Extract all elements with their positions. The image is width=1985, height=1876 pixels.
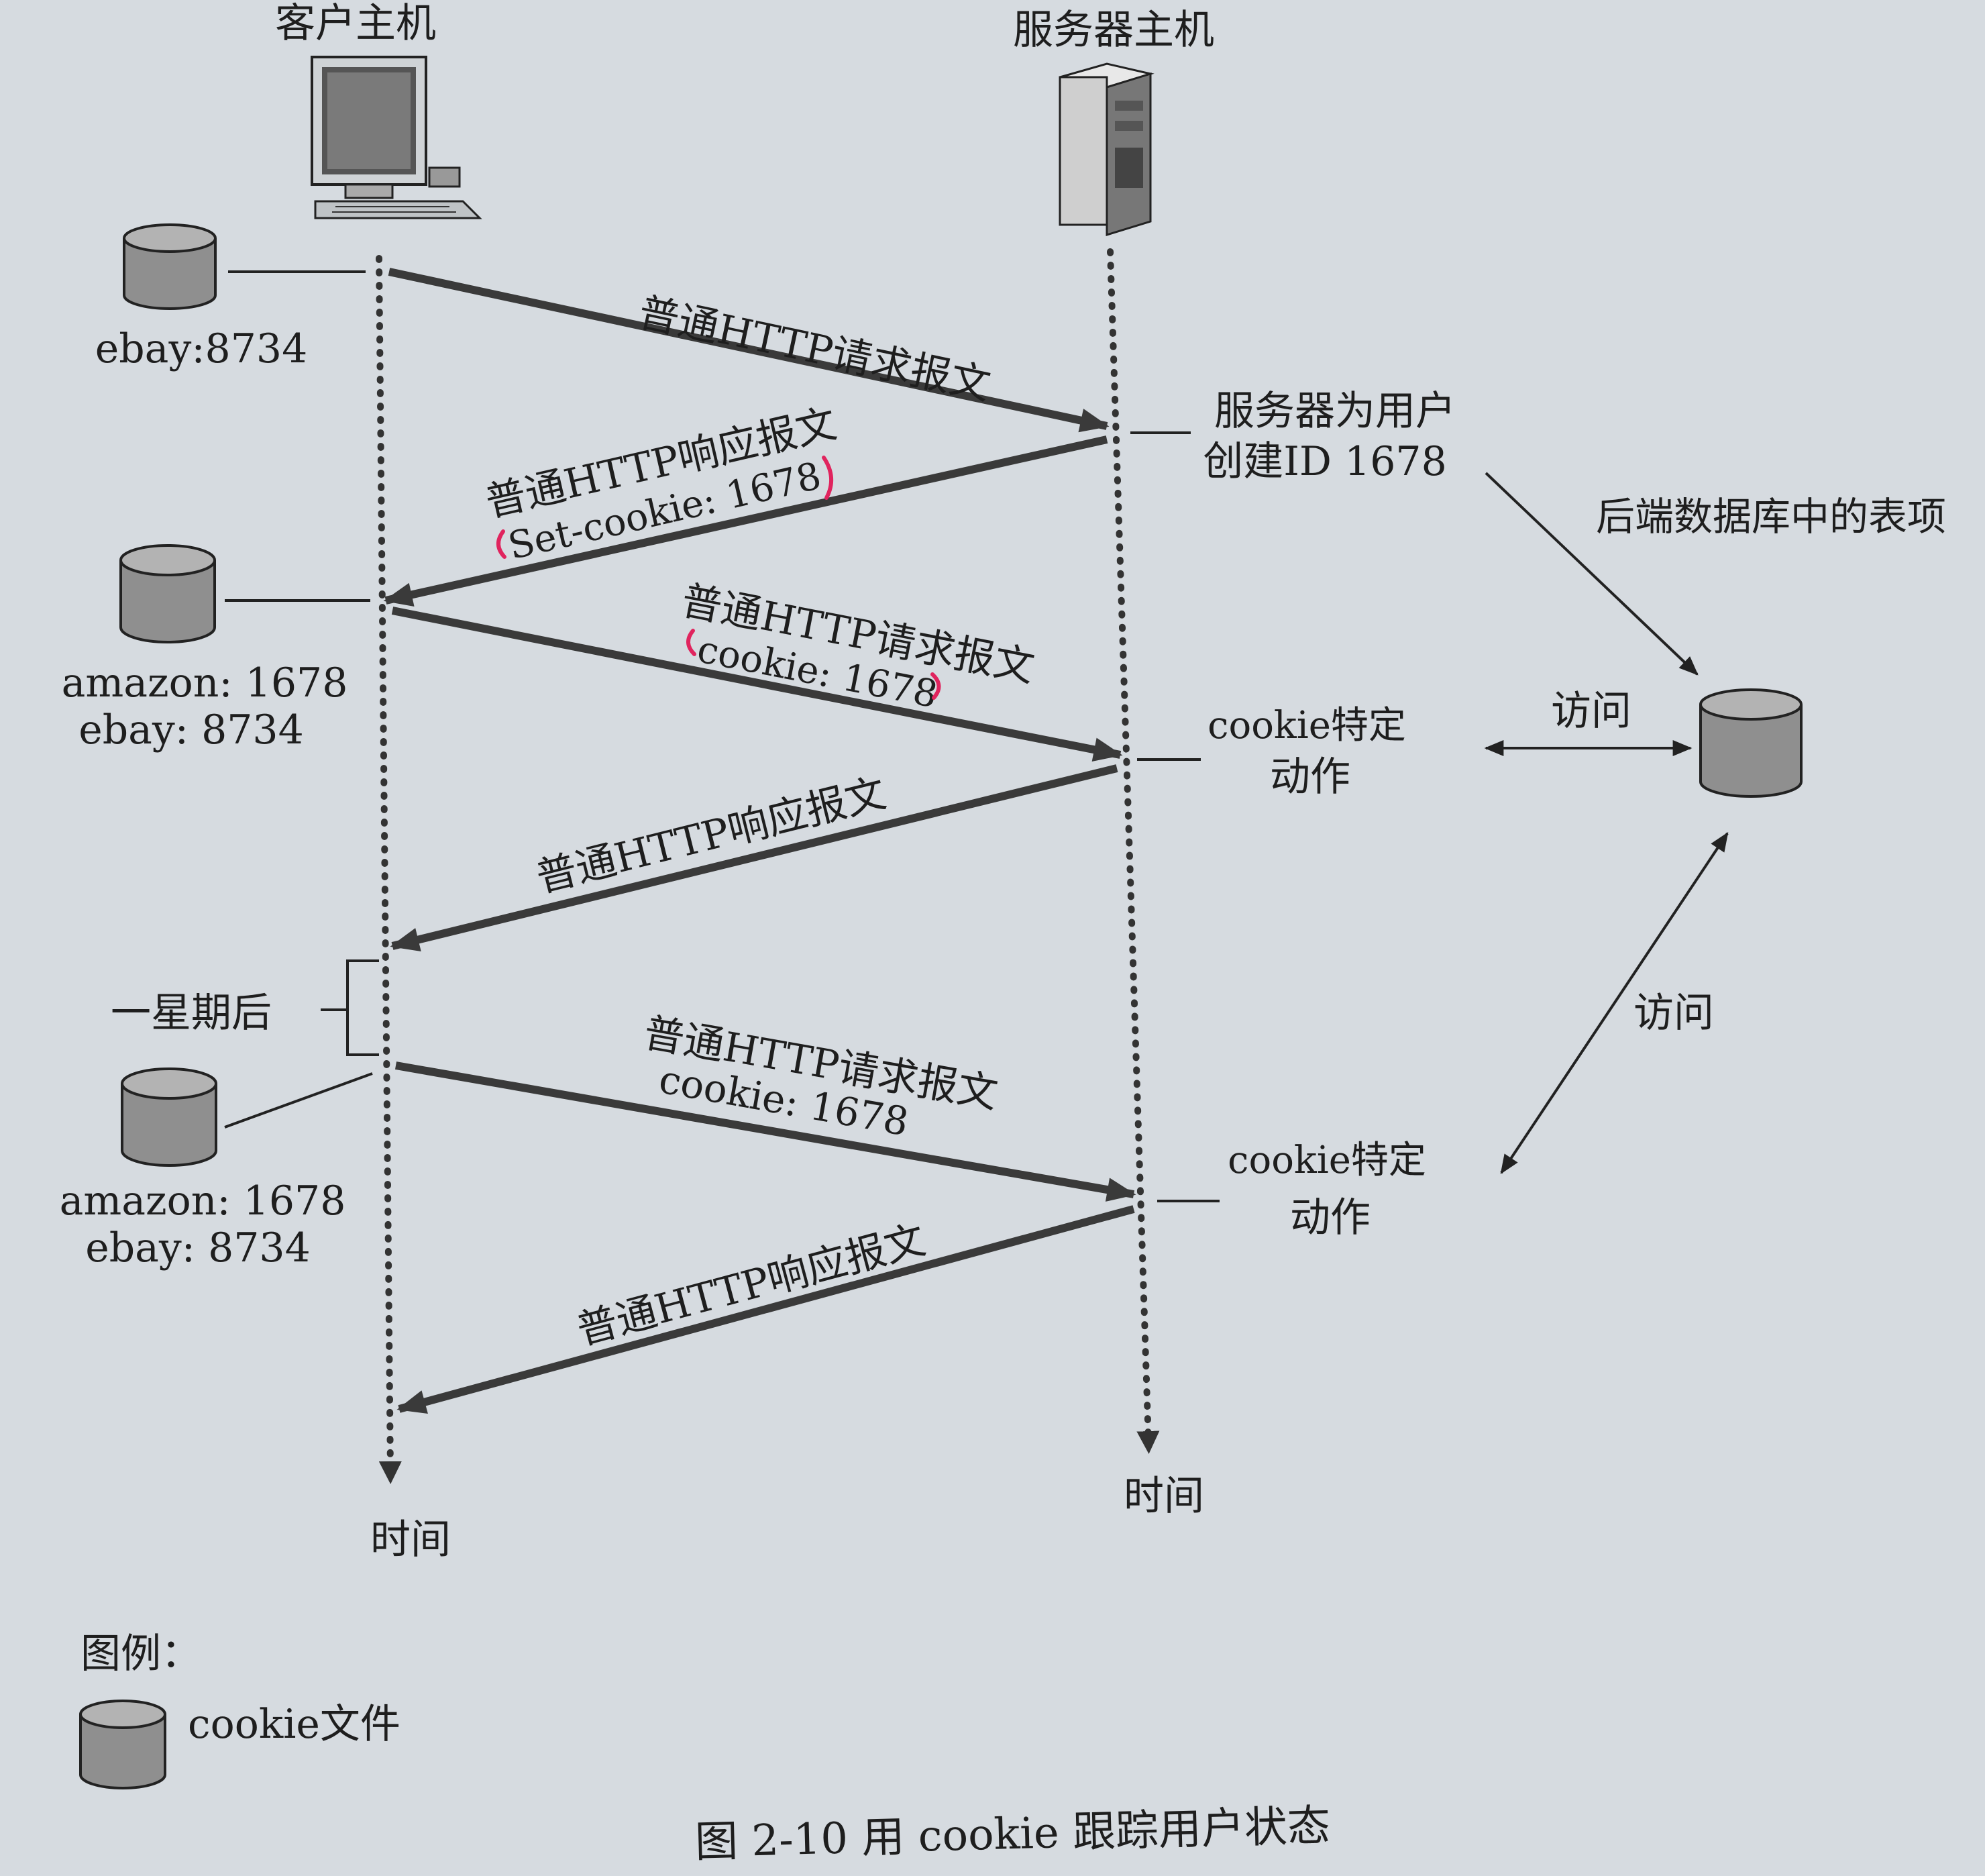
one-week-later-label: 一星期后 <box>111 990 272 1037</box>
server-time-label: 时间 <box>1124 1473 1204 1520</box>
legend-title: 图例： <box>81 1630 201 1677</box>
cookie-entry: amazon: 1678 <box>62 660 348 707</box>
server-note: 服务器为用户 <box>1214 388 1456 435</box>
message-arrow-response <box>390 764 1118 952</box>
server-tower-icon <box>1059 62 1155 237</box>
figure-caption: 图 2-10 用 cookie 跟踪用户状态 <box>694 1802 1331 1868</box>
cookie-entry: ebay: 8734 <box>85 1224 311 1271</box>
server-note: cookie特定 <box>1228 1139 1426 1182</box>
message-arrow-request <box>394 1061 1136 1202</box>
access-label: 访问 <box>1551 688 1631 735</box>
pen-mark-icon <box>496 456 941 700</box>
server-note: 动作 <box>1270 753 1350 800</box>
database-icon <box>1699 688 1803 798</box>
message-arrow-request <box>388 268 1110 433</box>
cookie-file-icon <box>119 544 216 643</box>
time-gap-bracket <box>346 959 379 1056</box>
cylinder-icon <box>79 1700 166 1789</box>
client-computer-icon <box>311 56 482 219</box>
server-note: 动作 <box>1290 1194 1371 1241</box>
backend-pointer-arrow <box>1485 472 1699 676</box>
server-note: cookie特定 <box>1208 704 1406 747</box>
cookie-file-icon <box>123 223 217 310</box>
server-timeline <box>1107 248 1160 1454</box>
message-arrow-response <box>396 1205 1135 1414</box>
connector-line <box>224 1072 373 1129</box>
access-label: 访问 <box>1633 990 1714 1037</box>
cookie-entry: amazon: 1678 <box>60 1178 346 1224</box>
server-note: 创建ID 1678 <box>1203 438 1447 485</box>
access-arrow <box>1500 832 1729 1174</box>
message-arrow-request <box>391 607 1123 762</box>
legend-item-label: cookie文件 <box>188 1701 400 1748</box>
client-time-label: 时间 <box>370 1516 451 1563</box>
message-arrow-response <box>383 435 1108 607</box>
cookie-file-icon <box>121 1067 217 1167</box>
cookie-entry: ebay:8734 <box>95 325 308 372</box>
client-host-title: 客户主机 <box>275 0 436 47</box>
server-host-title: 服务器主机 <box>1013 7 1214 54</box>
client-timeline <box>376 255 402 1484</box>
message-label: 普通HTTP响应报文 <box>572 1216 930 1355</box>
message-label: 普通HTTP请求报文 <box>635 289 995 409</box>
backend-label: 后端数据库中的表项 <box>1596 494 1946 539</box>
cookie-entry: ebay: 8734 <box>78 707 304 753</box>
